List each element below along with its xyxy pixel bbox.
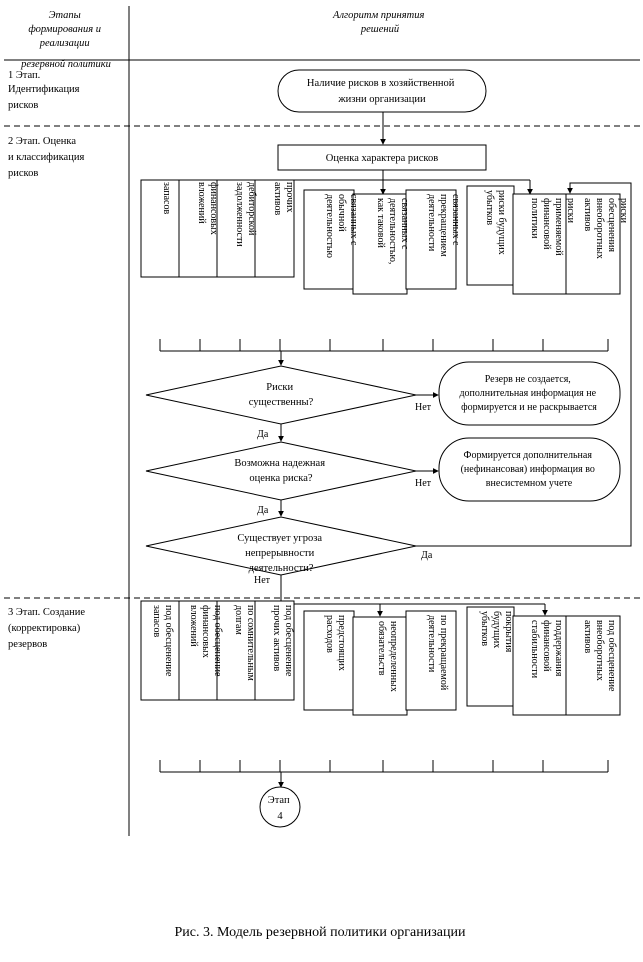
- label-d1-no: Нет: [415, 402, 432, 413]
- reserve-label-2-1: поддержанияфинансовойстабильности: [529, 620, 564, 679]
- risk-label-0-3: прочихактивов: [272, 182, 295, 216]
- reserve-group-activity: предстоящихрасходов неопределенныхобязат…: [303, 610, 457, 716]
- stage-2-label: 2 Этап. Оценка и классификация рисков: [8, 136, 87, 179]
- reserve-label-1-2: по прекращаемойдеятельности: [426, 615, 449, 691]
- svg-text:Оценка характера рисков: Оценка характера рисков: [326, 153, 438, 164]
- label-d3-no: Нет: [254, 575, 271, 586]
- stage-1-label: 1 Этап. Идентификация рисков: [8, 70, 82, 111]
- risk-label-1-2: связанных спрекращениемдеятельности: [426, 194, 461, 257]
- result-nonfinancial-info: Формируется дополнительная (нефинансовая…: [438, 437, 621, 502]
- feedback-loop: [416, 182, 632, 547]
- risk-label-0-2: дебиторскойзадолженности: [234, 182, 257, 247]
- reserve-group-assets: под обесценениезапасов под обесценениефи…: [140, 600, 295, 701]
- reserve-label-2-0: покрытиябудущихубытков: [479, 611, 514, 653]
- risk-label-0-0: запасов: [161, 182, 172, 214]
- svg-text:Возможна надежная оценка: Возможна надежная оценка риска?: [234, 458, 327, 484]
- reserve-label-0-0: под обесценениезапасов: [151, 605, 174, 677]
- reserve-group-policy: покрытиябудущихубытков поддержанияфинанс…: [466, 606, 621, 716]
- decision-continuity-threat: Существует угроза непрерывности деятельн…: [145, 516, 417, 576]
- risk-label-2-2: рискиобесценениявнеоборотныхактивов: [582, 198, 629, 259]
- svg-text:Наличие рисков в хозяйственной: Наличие рисков в хозяйственной жизни орг…: [307, 78, 457, 105]
- stage-4-connector: Этап 4: [259, 786, 301, 828]
- reserve-label-1-0: предстоящихрасходов: [324, 615, 347, 671]
- reserve-label-2-2: под обесценениевнеоборотныхактивов: [582, 620, 617, 692]
- svg-text:Этап 4: Этап 4: [268, 795, 292, 822]
- collector-stage-3: [159, 760, 609, 788]
- decision-risks-significant: Риски существенны?: [145, 365, 417, 425]
- figure-caption: Рис. 3. Модель резервной политики органи…: [175, 925, 466, 940]
- header-right: Алгоритм принятия решений: [332, 10, 427, 35]
- label-d2-no: Нет: [415, 478, 432, 489]
- risk-group-policy: риски будущихубытков рискиприменяемойфин…: [466, 185, 629, 295]
- layout-lines: [4, 6, 640, 836]
- svg-text:Резерв не создается, доп: Резерв не создается, дополнительная инфо…: [459, 374, 598, 413]
- reserve-label-0-2: по сомнительнымдолгам: [233, 605, 256, 682]
- risk-label-1-1: связанных сдеятельностью,как таковой: [375, 198, 410, 264]
- svg-text:Риски существенны?: Риски существенны?: [249, 382, 314, 408]
- label-d1-yes: Да: [257, 429, 269, 440]
- risk-label-2-0: риски будущихубытков: [484, 190, 507, 255]
- reserve-label-1-1: неопределенныхобязательств: [376, 621, 399, 692]
- result-no-reserve: Резерв не создается, дополнительная инфо…: [438, 361, 621, 426]
- start-node: Наличие рисков в хозяйственной жизни орг…: [277, 69, 487, 113]
- risk-label-1-0: связанных собычнойдеятельностью: [324, 194, 359, 258]
- header-left: Этапы формирования и реализации резервно…: [20, 10, 111, 70]
- svg-text:Формируется дополнительная: Формируется дополнительная (нефинансовая…: [461, 450, 598, 489]
- svg-text:Существует угроза непрер: Существует угроза непрерывности деятельн…: [237, 533, 324, 574]
- decision-reliable-estimate: Возможна надежная оценка риска?: [145, 441, 417, 501]
- reserve-label-0-1: под обесценениефинансовыхвложений: [188, 605, 223, 677]
- label-d3-yes: Да: [421, 550, 433, 561]
- risk-group-assets: запасов финансовыхвложений дебиторскойза…: [140, 179, 295, 278]
- stage-3-label: 3 Этап. Создание (корректировка) резерво…: [8, 607, 88, 650]
- label-d2-yes: Да: [257, 505, 269, 516]
- assess-node: Оценка характера рисков: [277, 144, 487, 171]
- risk-group-activity: связанных собычнойдеятельностью связанны…: [303, 189, 461, 295]
- collector-stage-2: [159, 339, 609, 366]
- reserve-label-0-3: под обесценениепрочих активов: [271, 605, 294, 677]
- risk-label-2-1: рискиприменяемойфинансовойполитики: [529, 198, 576, 256]
- risk-label-0-1: финансовыхвложений: [196, 182, 219, 235]
